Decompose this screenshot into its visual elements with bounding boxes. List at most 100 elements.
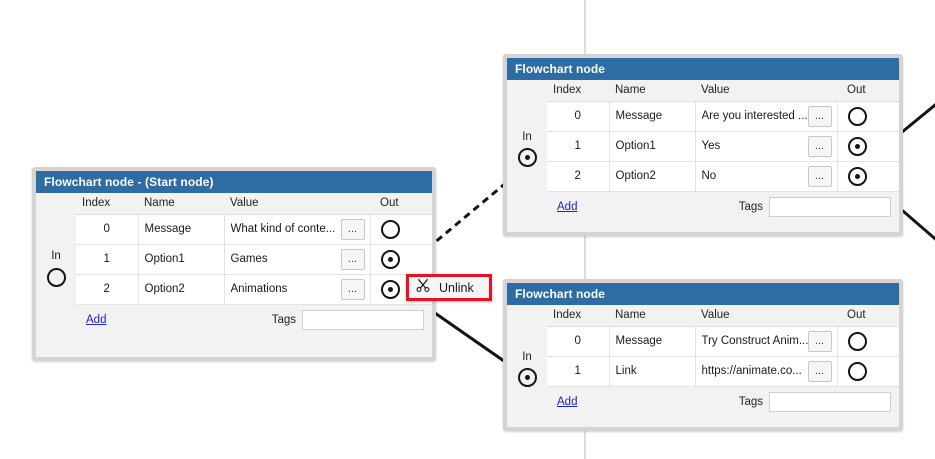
column-header-out: Out (837, 305, 899, 327)
column-header-index: Index (76, 193, 138, 215)
cell-value: Yes ... (695, 131, 838, 162)
out-port-row-0[interactable] (380, 219, 400, 239)
table-row[interactable]: 2 Option2 Animations ... (76, 274, 432, 305)
cell-out (370, 244, 432, 275)
out-port-row-0[interactable] (847, 331, 867, 351)
cell-value: Are you interested ... ... (695, 101, 838, 132)
out-port-row-1[interactable] (380, 249, 400, 269)
cell-index: 0 (76, 214, 139, 245)
cell-out (370, 214, 432, 245)
node-title-question: Flowchart node (507, 58, 899, 80)
cell-index: 1 (76, 244, 139, 275)
in-port-start[interactable] (47, 268, 66, 287)
node-title-link: Flowchart node (507, 283, 899, 305)
scissors-icon (416, 278, 431, 296)
cell-value-text[interactable]: Yes (701, 140, 721, 152)
add-row-link[interactable]: Add (86, 314, 107, 326)
column-header-value: Value (695, 80, 837, 102)
grid-header-row: Index Name Value Out (547, 305, 899, 327)
in-port-link[interactable] (518, 368, 537, 387)
ellipsis-button[interactable]: ... (340, 218, 365, 240)
tags-label: Tags (738, 201, 763, 213)
column-header-name: Name (609, 80, 695, 102)
cell-name[interactable]: Message (609, 326, 696, 357)
flowchart-node-start[interactable]: Flowchart node - (Start node) In Index N… (32, 167, 436, 361)
table-row[interactable]: 0 Message Are you interested ... ... (547, 101, 899, 132)
cell-value: Animations ... (224, 274, 371, 305)
table-row[interactable]: 0 Message What kind of conte... ... (76, 214, 432, 245)
table-row[interactable]: 1 Option1 Yes ... (547, 131, 899, 162)
cell-name[interactable]: Option1 (138, 244, 225, 275)
out-port-row-1[interactable] (847, 361, 867, 381)
table-row[interactable]: 1 Link https://animate.co... ... (547, 356, 899, 387)
table-row[interactable]: 0 Message Try Construct Anim... ... (547, 326, 899, 357)
flowchart-node-question[interactable]: Flowchart node In Index Name Value Out (503, 54, 903, 236)
cell-value: Try Construct Anim... ... (695, 326, 838, 357)
cell-out (837, 101, 899, 132)
out-port-row-1[interactable] (847, 136, 867, 156)
in-label-question: In (522, 131, 532, 143)
ellipsis-button[interactable]: ... (807, 165, 832, 187)
properties-grid-start: Index Name Value Out 0 Message (76, 193, 432, 305)
cell-name[interactable]: Message (138, 214, 225, 245)
cell-value-text[interactable]: https://animate.co... (701, 365, 802, 377)
column-header-name: Name (609, 305, 695, 327)
cell-value: What kind of conte... ... (224, 214, 371, 245)
cell-out (837, 356, 899, 387)
out-port-row-2[interactable] (847, 166, 867, 186)
in-port-question[interactable] (518, 148, 537, 167)
tags-label: Tags (271, 314, 296, 326)
tags-input[interactable] (302, 310, 424, 330)
node-title-start: Flowchart node - (Start node) (36, 171, 432, 193)
out-port-row-2[interactable] (380, 279, 400, 299)
table-row[interactable]: 1 Option1 Games ... (76, 244, 432, 275)
cell-value-text[interactable]: No (701, 170, 717, 182)
cell-out (837, 131, 899, 162)
cell-name[interactable]: Message (609, 101, 696, 132)
add-row-link[interactable]: Add (557, 396, 578, 408)
flowchart-node-link[interactable]: Flowchart node In Index Name Value Out (503, 279, 903, 431)
properties-grid-question: Index Name Value Out 0 Message (547, 80, 899, 192)
add-row-link[interactable]: Add (557, 201, 578, 213)
cell-value-text[interactable]: What kind of conte... (230, 223, 336, 235)
ellipsis-button[interactable]: ... (807, 330, 832, 352)
in-port-column-start: In (36, 193, 76, 357)
node-footer-start: Add Tags (76, 304, 432, 336)
unlink-context-menu[interactable]: Unlink (406, 274, 492, 301)
unlink-menu-label[interactable]: Unlink (439, 280, 474, 295)
in-label-start: In (51, 250, 61, 262)
ellipsis-button[interactable]: ... (807, 135, 832, 157)
cell-index: 2 (547, 161, 610, 192)
cell-value: Games ... (224, 244, 371, 275)
grid-header-row: Index Name Value Out (76, 193, 432, 215)
column-header-out: Out (370, 193, 432, 215)
out-port-row-0[interactable] (847, 106, 867, 126)
cell-name[interactable]: Option1 (609, 131, 696, 162)
properties-grid-link: Index Name Value Out 0 Message (547, 305, 899, 387)
grid-header-row: Index Name Value Out (547, 80, 899, 102)
column-header-index: Index (547, 305, 609, 327)
in-port-column-question: In (507, 80, 547, 232)
column-header-out: Out (837, 80, 899, 102)
cell-name[interactable]: Option2 (138, 274, 225, 305)
column-header-value: Value (695, 305, 837, 327)
tags-input[interactable] (769, 197, 891, 217)
node-footer-question: Add Tags (547, 191, 899, 223)
tags-input[interactable] (769, 392, 891, 412)
node-footer-link: Add Tags (547, 386, 899, 418)
cell-name[interactable]: Link (609, 356, 696, 387)
cell-out (837, 326, 899, 357)
table-row[interactable]: 2 Option2 No ... (547, 161, 899, 192)
ellipsis-button[interactable]: ... (340, 278, 365, 300)
cell-value-text[interactable]: Games (230, 253, 268, 265)
cell-name[interactable]: Option2 (609, 161, 696, 192)
cell-value-text[interactable]: Try Construct Anim... (701, 335, 808, 347)
cell-value-text[interactable]: Are you interested ... (701, 110, 808, 122)
ellipsis-button[interactable]: ... (807, 105, 832, 127)
ellipsis-button[interactable]: ... (807, 360, 832, 382)
cell-value: https://animate.co... ... (695, 356, 838, 387)
ellipsis-button[interactable]: ... (340, 248, 365, 270)
cell-value-text[interactable]: Animations (230, 283, 288, 295)
in-label-link: In (522, 351, 532, 363)
